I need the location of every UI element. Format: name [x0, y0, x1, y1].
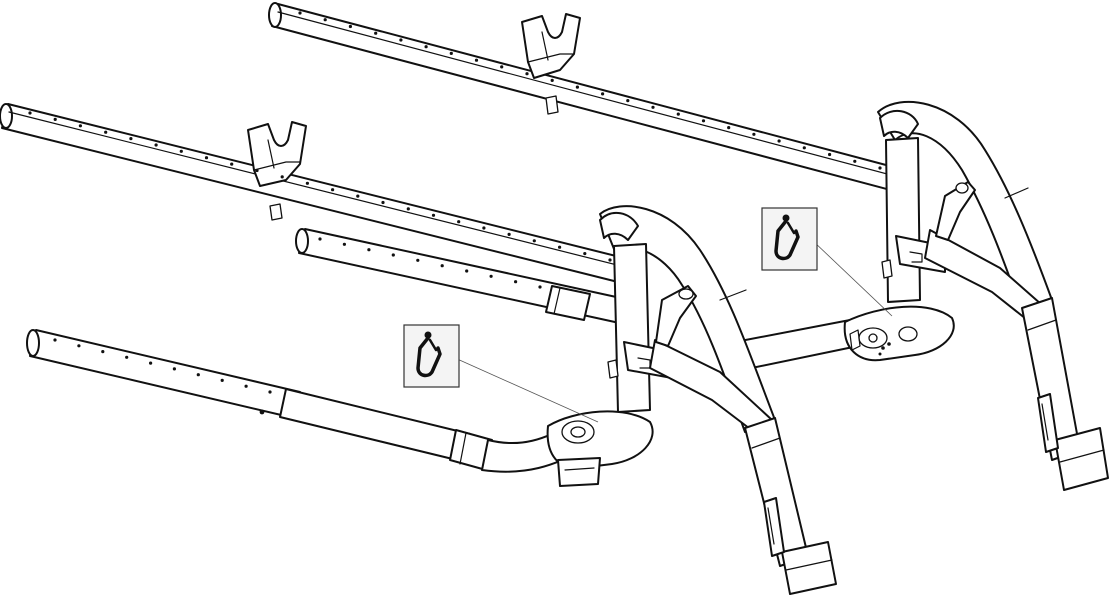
adjustment-hole [244, 384, 248, 388]
adjustment-hole [230, 162, 234, 166]
back-tube-clamp [521, 13, 581, 115]
adjustment-hole [853, 159, 857, 163]
adjustment-hole [626, 99, 630, 103]
adjustment-hole [53, 117, 57, 121]
adjustment-hole [575, 85, 580, 89]
adjustment-hole [440, 264, 444, 268]
cotter-pin-icon [416, 331, 442, 378]
adjustment-hole [482, 226, 486, 230]
adjustment-hole [701, 119, 706, 123]
adjustment-hole [457, 220, 461, 224]
adjustment-hole [424, 45, 428, 49]
adjustment-hole [77, 344, 81, 348]
adjustment-hole [78, 124, 82, 128]
adjustment-hole [367, 248, 371, 252]
back-side-frame [843, 100, 1109, 491]
adjustment-hole [125, 355, 129, 359]
adjustment-hole [391, 253, 395, 257]
adjustment-hole [406, 207, 410, 211]
adjustment-hole [828, 152, 832, 157]
adjustment-hole [416, 258, 420, 262]
adjustment-hole [489, 274, 493, 278]
adjustment-hole [356, 194, 360, 198]
adjustment-hole [507, 232, 511, 236]
adjustment-hole [727, 126, 731, 130]
adjustment-hole [101, 350, 105, 354]
callout-right [761, 207, 818, 271]
adjustment-holes [28, 11, 882, 394]
adjustment-hole [676, 112, 680, 116]
adjustment-hole [399, 38, 403, 42]
adjustment-hole [532, 239, 536, 243]
adjustment-hole [149, 361, 153, 365]
adjustment-hole [104, 130, 108, 134]
front-tube-clamp [247, 121, 307, 221]
adjustment-hole [298, 11, 302, 15]
adjustment-hole [318, 237, 322, 241]
front-upper-tube [0, 103, 641, 287]
callout-left [403, 324, 460, 388]
adjustment-hole [323, 18, 327, 22]
adjustment-hole [220, 378, 224, 382]
adjustment-hole [878, 166, 882, 170]
adjustment-hole [348, 24, 352, 29]
adjustment-hole [172, 367, 176, 371]
adjustment-hole [802, 146, 806, 150]
front-side-frame [546, 205, 837, 595]
adjustment-hole [514, 280, 518, 284]
adjustment-hole [608, 258, 612, 262]
adjustment-hole [601, 92, 605, 96]
adjustment-hole [431, 213, 436, 217]
adjustment-hole [651, 105, 655, 109]
adjustment-hole [558, 245, 562, 249]
adjustment-hole [777, 139, 781, 143]
adjustment-hole [280, 175, 284, 179]
adjustment-hole [525, 72, 529, 76]
adjustment-hole [474, 58, 479, 62]
back-upper-tube [268, 2, 906, 193]
adjustment-hole [268, 390, 272, 394]
adjustment-hole [255, 168, 259, 173]
front-lower-tube [26, 329, 587, 473]
adjustment-hole [449, 51, 453, 56]
adjustment-hole [583, 252, 587, 256]
adjustment-hole [154, 143, 158, 147]
back-lower-tube [295, 228, 631, 325]
adjustment-hole [53, 338, 57, 342]
adjustment-hole [752, 132, 756, 136]
adjustment-hole [342, 242, 346, 246]
adjustment-hole [204, 156, 209, 160]
adjustment-hole [196, 373, 200, 377]
adjustment-hole [465, 269, 469, 273]
adjustment-hole [381, 200, 385, 205]
adjustment-hole [331, 188, 335, 192]
cotter-pin-icon [774, 214, 800, 261]
adjustment-hole [28, 111, 32, 115]
adjustment-hole [129, 137, 133, 141]
leader-lines [454, 239, 893, 423]
adjustment-hole [500, 65, 504, 69]
adjustment-hole [305, 181, 309, 185]
adjustment-hole [374, 31, 378, 35]
adjustment-hole [538, 285, 542, 289]
adjustment-hole [550, 78, 554, 82]
adjustment-hole [179, 149, 183, 153]
